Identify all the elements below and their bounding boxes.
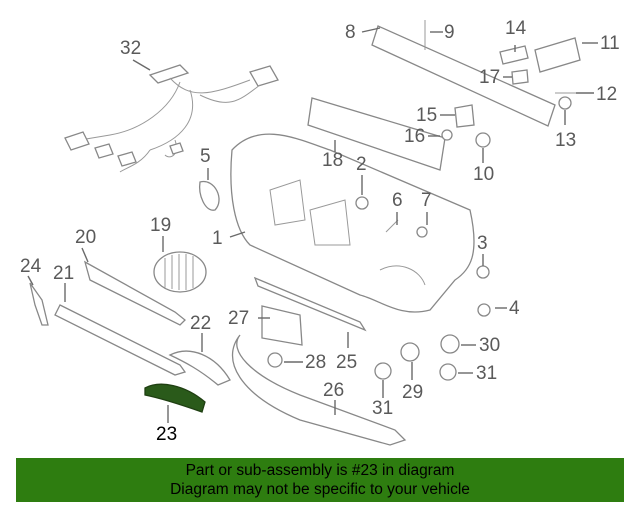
part-17-clip[interactable] [511,69,529,85]
label-22: 22 [190,313,211,334]
leader-lines [27,27,598,423]
label-27: 27 [228,308,249,329]
label-31-left: 31 [372,398,393,419]
label-26: 26 [323,380,344,401]
label-11: 11 [600,33,620,54]
parts-diagram: 8 9 14 11 17 12 13 15 16 10 2 18 6 7 1 5… [20,18,620,446]
part-18-energy-absorber[interactable] [307,97,446,171]
label-10: 10 [473,164,494,185]
label-6: 6 [392,190,403,211]
label-8: 8 [345,22,356,43]
label-3: 3 [477,233,488,254]
part-20-lower-grille[interactable] [83,260,186,326]
label-13: 13 [555,130,576,151]
part-14-bracket[interactable] [499,45,529,65]
label-24: 24 [20,256,42,277]
banner-line-2: Diagram may not be specific to your vehi… [170,481,470,498]
label-16: 16 [404,126,425,147]
label-25: 25 [336,352,357,373]
part-31-plug[interactable] [374,362,392,380]
label-5: 5 [200,146,211,167]
part-4-clip[interactable] [477,303,491,317]
part-22-side-grille[interactable] [168,350,231,386]
label-17: 17 [479,67,500,88]
callout-labels: 8 9 14 11 17 12 13 15 16 10 2 18 6 7 1 5… [20,18,620,445]
label-19: 19 [150,215,171,236]
label-1: 1 [212,228,223,249]
label-7: 7 [421,190,432,211]
part-27-panel[interactable] [261,305,303,346]
label-32: 32 [120,38,141,59]
part-5-cap[interactable] [199,180,220,211]
label-29: 29 [402,382,423,403]
part-16-clip[interactable] [441,129,453,141]
part-21-trim-strip[interactable] [54,304,187,376]
part-3-clip[interactable] [476,265,490,279]
part-28-fastener[interactable] [267,352,283,368]
label-30: 30 [479,335,500,356]
part-31-plug-2[interactable] [439,363,457,381]
label-2: 2 [356,154,367,175]
part-6-bolt[interactable] [385,219,399,233]
part-15-bracket[interactable] [454,104,475,128]
label-21: 21 [53,263,74,284]
label-4: 4 [509,298,520,319]
part-30-sensor[interactable] [440,334,460,354]
part-10-nut[interactable] [475,132,491,148]
part-26-lower-trim[interactable] [231,334,407,446]
label-23: 23 [156,424,177,445]
part-2-clip[interactable] [355,196,369,210]
part-1-bumper-cover[interactable] [230,133,475,313]
part-25-deflector[interactable] [253,276,367,332]
label-15: 15 [416,105,437,126]
part-13-clip[interactable] [558,96,572,110]
label-18: 18 [322,150,343,171]
label-9: 9 [444,22,455,43]
part-24-bracket[interactable] [29,282,49,326]
part-11-bracket[interactable] [534,37,581,73]
label-20: 20 [75,227,96,248]
part-7-nut[interactable] [416,226,428,238]
banner-line-1: Part or sub-assembly is #23 in diagram [185,462,455,479]
label-12: 12 [596,84,617,105]
part-8-bumper-reinforcement[interactable] [371,25,556,127]
info-banner: Part or sub-assembly is #23 in diagram D… [16,458,624,502]
part-19-kidney-grille[interactable] [153,251,207,293]
label-31-right: 31 [476,363,497,384]
part-32-wiring-harness[interactable] [64,64,279,173]
label-14: 14 [505,18,527,39]
label-28: 28 [305,352,326,373]
part-23-highlighted[interactable] [144,383,206,413]
part-29-sensor[interactable] [400,342,420,362]
